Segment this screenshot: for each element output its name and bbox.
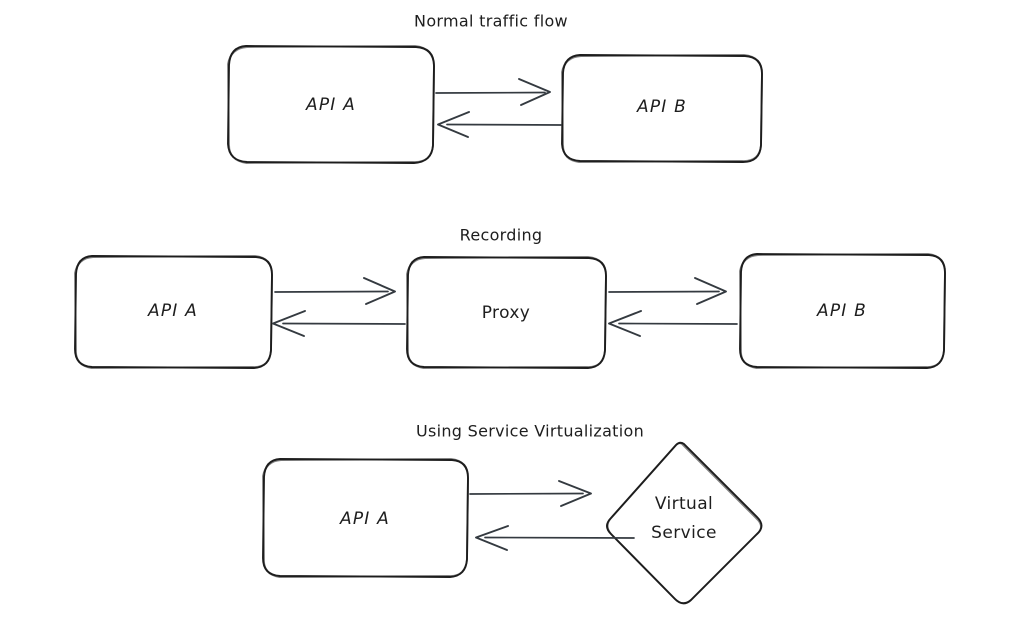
node-label-virtual-service-line1: Virtual xyxy=(655,494,713,514)
node-label-top-api-a: API A xyxy=(305,95,356,115)
node-label-virtual-service-line2: Service xyxy=(651,523,717,543)
section-title-normal-traffic-flow: Normal traffic flow xyxy=(414,12,568,31)
connector-bot-vs-to-a[interactable] xyxy=(475,525,635,551)
connector-top-b-to-a[interactable] xyxy=(437,111,562,138)
node-mid-api-b[interactable]: API B xyxy=(739,253,946,369)
node-shape-sketch-overlay xyxy=(74,255,273,369)
node-label-bot-api-a: API A xyxy=(339,509,390,529)
section-title-using-service-virtualization: Using Service Virtualization xyxy=(416,422,644,441)
node-label-top-api-b: API B xyxy=(636,97,687,117)
section-recording: Recording API A Proxy API B xyxy=(74,226,946,369)
node-label-mid-api-a: API A xyxy=(147,301,198,321)
section-title-recording: Recording xyxy=(460,226,543,245)
connector-mid-proxy-to-a[interactable] xyxy=(272,310,406,337)
node-shape-sketch-overlay xyxy=(227,45,435,164)
node-shape-sketch-overlay xyxy=(739,253,946,369)
node-mid-proxy[interactable]: Proxy xyxy=(406,256,607,369)
node-top-api-b[interactable]: API B xyxy=(561,54,763,163)
node-shape-sketch-overlay xyxy=(561,54,763,163)
connector-bot-a-to-vs[interactable] xyxy=(469,480,592,507)
section-using-service-virtualization: Using Service Virtualization API A Virtu… xyxy=(262,422,763,605)
connector-mid-proxy-to-b[interactable] xyxy=(608,277,727,305)
node-label-mid-api-b: API B xyxy=(816,301,867,321)
node-shape-sketch-overlay xyxy=(406,256,607,369)
node-shape-sketch-overlay xyxy=(606,442,762,605)
node-bot-virtual-service[interactable]: Virtual Service xyxy=(606,441,763,605)
section-normal-traffic-flow: Normal traffic flow API A API B xyxy=(227,12,763,164)
connector-mid-b-to-proxy[interactable] xyxy=(608,310,738,337)
node-bot-api-a[interactable]: API A xyxy=(262,458,469,578)
node-mid-api-a[interactable]: API A xyxy=(74,255,273,369)
node-top-api-a[interactable]: API A xyxy=(227,45,435,164)
connector-mid-a-to-proxy[interactable] xyxy=(274,277,396,305)
connector-top-a-to-b[interactable] xyxy=(435,78,551,106)
node-shape-sketch-overlay xyxy=(262,458,469,578)
node-label-mid-proxy: Proxy xyxy=(482,303,531,323)
